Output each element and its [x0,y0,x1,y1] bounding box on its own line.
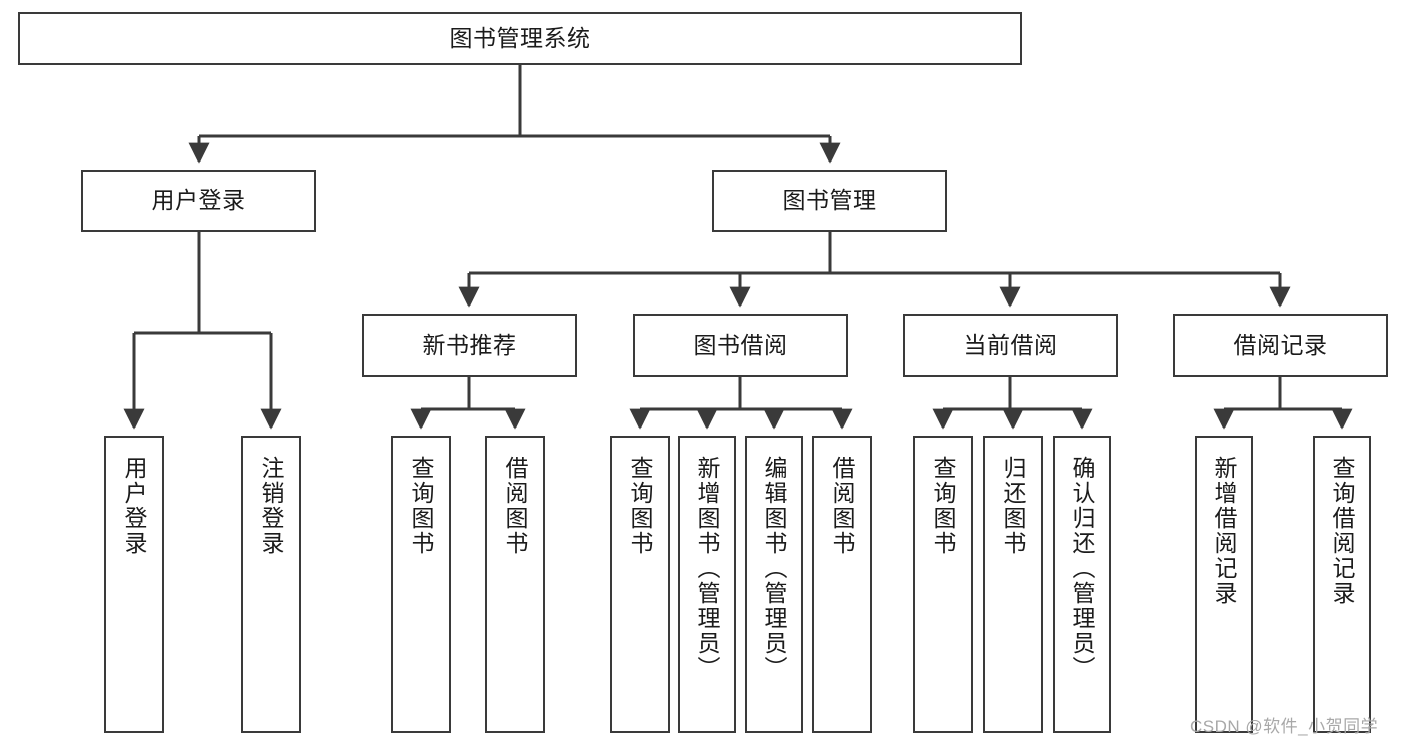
node-user-login[interactable]: 用户登录 [81,170,316,232]
leaf-edit-book[interactable]: 编辑图书（管理员） [745,436,803,733]
leaf-borrow-book-1-label: 借阅图书 [502,456,529,556]
leaf-confirm-return-label: 确认归还（管理员） [1069,456,1096,681]
leaf-query-book-1[interactable]: 查询图书 [391,436,451,733]
leaf-return-book-label: 归还图书 [1000,456,1027,556]
leaf-query-book-2-label: 查询图书 [627,456,654,556]
leaf-edit-book-label: 编辑图书（管理员） [761,456,788,681]
leaf-add-record[interactable]: 新增借阅记录 [1195,436,1253,733]
leaf-user-logout-label: 注销登录 [258,456,285,556]
leaf-query-record[interactable]: 查询借阅记录 [1313,436,1371,733]
node-book-borrow[interactable]: 图书借阅 [633,314,848,377]
node-root-label: 图书管理系统 [449,24,591,51]
leaf-return-book[interactable]: 归还图书 [983,436,1043,733]
leaf-borrow-book-2-label: 借阅图书 [829,456,856,556]
node-book-management[interactable]: 图书管理 [712,170,947,232]
csdn-watermark: CSDN @软件_小贺同学 [1190,717,1379,736]
leaf-borrow-book-2[interactable]: 借阅图书 [812,436,872,733]
leaf-confirm-return[interactable]: 确认归还（管理员） [1053,436,1111,733]
node-book-borrow-label: 图书借阅 [693,331,788,358]
node-user-login-label: 用户登录 [151,187,246,214]
leaf-add-record-label: 新增借阅记录 [1211,456,1238,606]
node-new-book-recommend-label: 新书推荐 [422,331,517,358]
leaf-user-logout[interactable]: 注销登录 [241,436,301,733]
leaf-query-book-2[interactable]: 查询图书 [610,436,670,733]
leaf-user-login[interactable]: 用户登录 [104,436,164,733]
node-current-borrow-label: 当前借阅 [963,331,1058,358]
leaf-add-book-label: 新增图书（管理员） [694,456,721,681]
node-current-borrow[interactable]: 当前借阅 [903,314,1118,377]
node-root[interactable]: 图书管理系统 [18,12,1022,65]
leaf-query-book-3[interactable]: 查询图书 [913,436,973,733]
leaf-query-record-label: 查询借阅记录 [1329,456,1356,606]
node-borrow-record[interactable]: 借阅记录 [1173,314,1388,377]
node-new-book-recommend[interactable]: 新书推荐 [362,314,577,377]
leaf-query-book-3-label: 查询图书 [930,456,957,556]
leaf-add-book[interactable]: 新增图书（管理员） [678,436,736,733]
leaf-query-book-1-label: 查询图书 [408,456,435,556]
node-book-management-label: 图书管理 [782,187,877,214]
node-borrow-record-label: 借阅记录 [1233,331,1328,358]
leaf-user-login-label: 用户登录 [121,456,148,556]
leaf-borrow-book-1[interactable]: 借阅图书 [485,436,545,733]
